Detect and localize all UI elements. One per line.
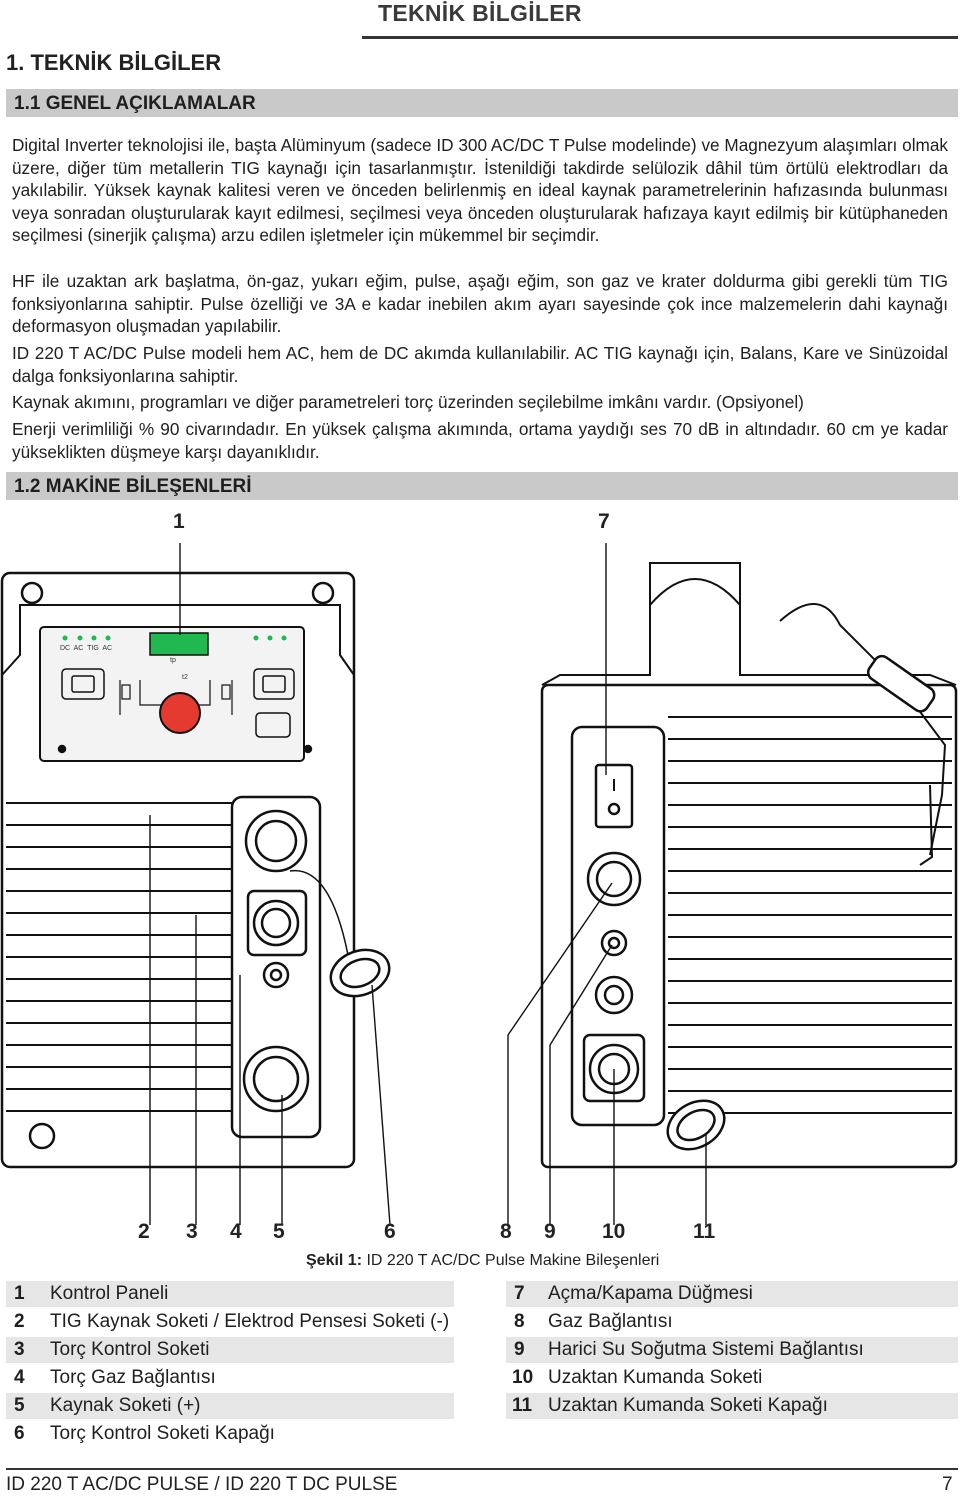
legend-row: 10 Uzaktan Kumanda Soketi [506, 1365, 958, 1391]
legend-label: Gaz Bağlantısı [548, 1311, 673, 1332]
legend-row: 2 TIG Kaynak Soketi / Elektrod Pensesi S… [6, 1309, 486, 1335]
callout-8: 8 [500, 1220, 512, 1243]
general-heading: 1.1 GENEL AÇIKLAMALAR [14, 93, 256, 114]
panel-label-ac: AC [73, 645, 84, 652]
legend-label: TIG Kaynak Soketi / Elektrod Pensesi Sok… [50, 1311, 450, 1332]
legend-label: Kaynak Soketi (+) [50, 1395, 201, 1416]
legend-row: 4 Torç Gaz Bağlantısı [6, 1365, 454, 1391]
legend-number: 2 [14, 1311, 25, 1332]
footer-rule [6, 1468, 958, 1470]
components-heading: 1.2 MAKİNE BİLEŞENLERİ [14, 476, 252, 497]
paragraph-intro: Digital Inverter teknolojisi ile, başta … [12, 135, 948, 245]
page-number: 7 [942, 1474, 953, 1495]
legend-number: 7 [514, 1283, 525, 1304]
callout-7: 7 [598, 510, 610, 533]
legend-label: Uzaktan Kumanda Soketi [548, 1367, 763, 1388]
legend-number: 3 [14, 1339, 25, 1360]
paragraph-hf: HF ile uzaktan ark başlatma, ön-gaz, yuk… [12, 271, 948, 336]
legend-row: 8 Gaz Bağlantısı [506, 1309, 958, 1335]
panel-label-tig: TIG [87, 645, 99, 652]
panel-label-dc: DC [60, 645, 71, 652]
legend-label: Torç Kontrol Soketi Kapağı [50, 1423, 275, 1444]
figure-caption: Şekil 1: ID 220 T AC/DC Pulse Makine Bil… [306, 1252, 659, 1270]
legend-label: Kontrol Paneli [50, 1283, 169, 1304]
figure-caption-text: ID 220 T AC/DC Pulse Makine Bileşenleri [362, 1252, 660, 1269]
legend-number: 10 [512, 1367, 534, 1388]
machine-illustration [0, 543, 958, 1226]
legend-number: 1 [14, 1283, 25, 1304]
paragraph-acdc: ID 220 T AC/DC Pulse modeli hem AC, hem … [12, 343, 948, 386]
panel-mode-labels: DC AC TIG AC [60, 645, 112, 652]
callout-11: 11 [693, 1220, 716, 1243]
legend-number: 11 [512, 1395, 533, 1416]
legend-label: Uzaktan Kumanda Soketi Kapağı [548, 1395, 828, 1416]
components-heading-bar: 1.2 MAKİNE BİLEŞENLERİ [6, 472, 958, 500]
section-title: 1. TEKNİK BİLGİLER [6, 50, 222, 75]
callout-4: 4 [230, 1220, 242, 1243]
legend-label: Torç Gaz Bağlantısı [50, 1367, 216, 1388]
header-rule [362, 36, 958, 39]
callout-10: 10 [602, 1220, 626, 1243]
header-title: TEKNİK BİLGİLER [378, 0, 582, 26]
panel-label-ac2: AC [102, 645, 113, 652]
paragraph-torch: Kaynak akımını, programları ve diğer par… [12, 392, 804, 412]
callout-5: 5 [273, 1220, 285, 1243]
legend-label: Harici Su Soğutma Sistemi Bağlantısı [548, 1339, 864, 1360]
legend-row: 11 Uzaktan Kumanda Soketi Kapağı [506, 1393, 958, 1419]
callout-9: 9 [544, 1220, 556, 1243]
figure-caption-label: Şekil 1: [306, 1252, 363, 1269]
legend-number: 8 [514, 1311, 525, 1332]
callout-3: 3 [186, 1220, 198, 1243]
legend-row: 7 Açma/Kapama Düğmesi [506, 1281, 958, 1307]
legend-row: 5 Kaynak Soketi (+) [6, 1393, 454, 1419]
panel-label-tp: tp [170, 657, 176, 664]
callout-6: 6 [384, 1220, 396, 1243]
legend-label: Torç Kontrol Soketi [50, 1339, 210, 1360]
legend-number: 6 [14, 1423, 25, 1444]
callout-2: 2 [138, 1220, 150, 1243]
legend-row: 3 Torç Kontrol Soketi [6, 1337, 454, 1363]
legend-label: Açma/Kapama Düğmesi [548, 1283, 753, 1304]
legend-number: 4 [14, 1367, 25, 1388]
legend-row: 9 Harici Su Soğutma Sistemi Bağlantısı [506, 1337, 958, 1363]
legend-number: 9 [514, 1339, 525, 1360]
callout-1: 1 [173, 510, 185, 533]
panel-label-t2: t2 [182, 674, 188, 681]
paragraph-efficiency: Enerji verimliliği % 90 civarındadır. En… [12, 419, 948, 462]
legend-row: 1 Kontrol Paneli [6, 1281, 454, 1307]
legend-number: 5 [14, 1395, 25, 1416]
general-heading-bar: 1.1 GENEL AÇIKLAMALAR [6, 89, 958, 117]
legend-row: 6 Torç Kontrol Soketi Kapağı [6, 1421, 454, 1447]
footer-model: ID 220 T AC/DC PULSE / ID 220 T DC PULSE [6, 1474, 398, 1495]
